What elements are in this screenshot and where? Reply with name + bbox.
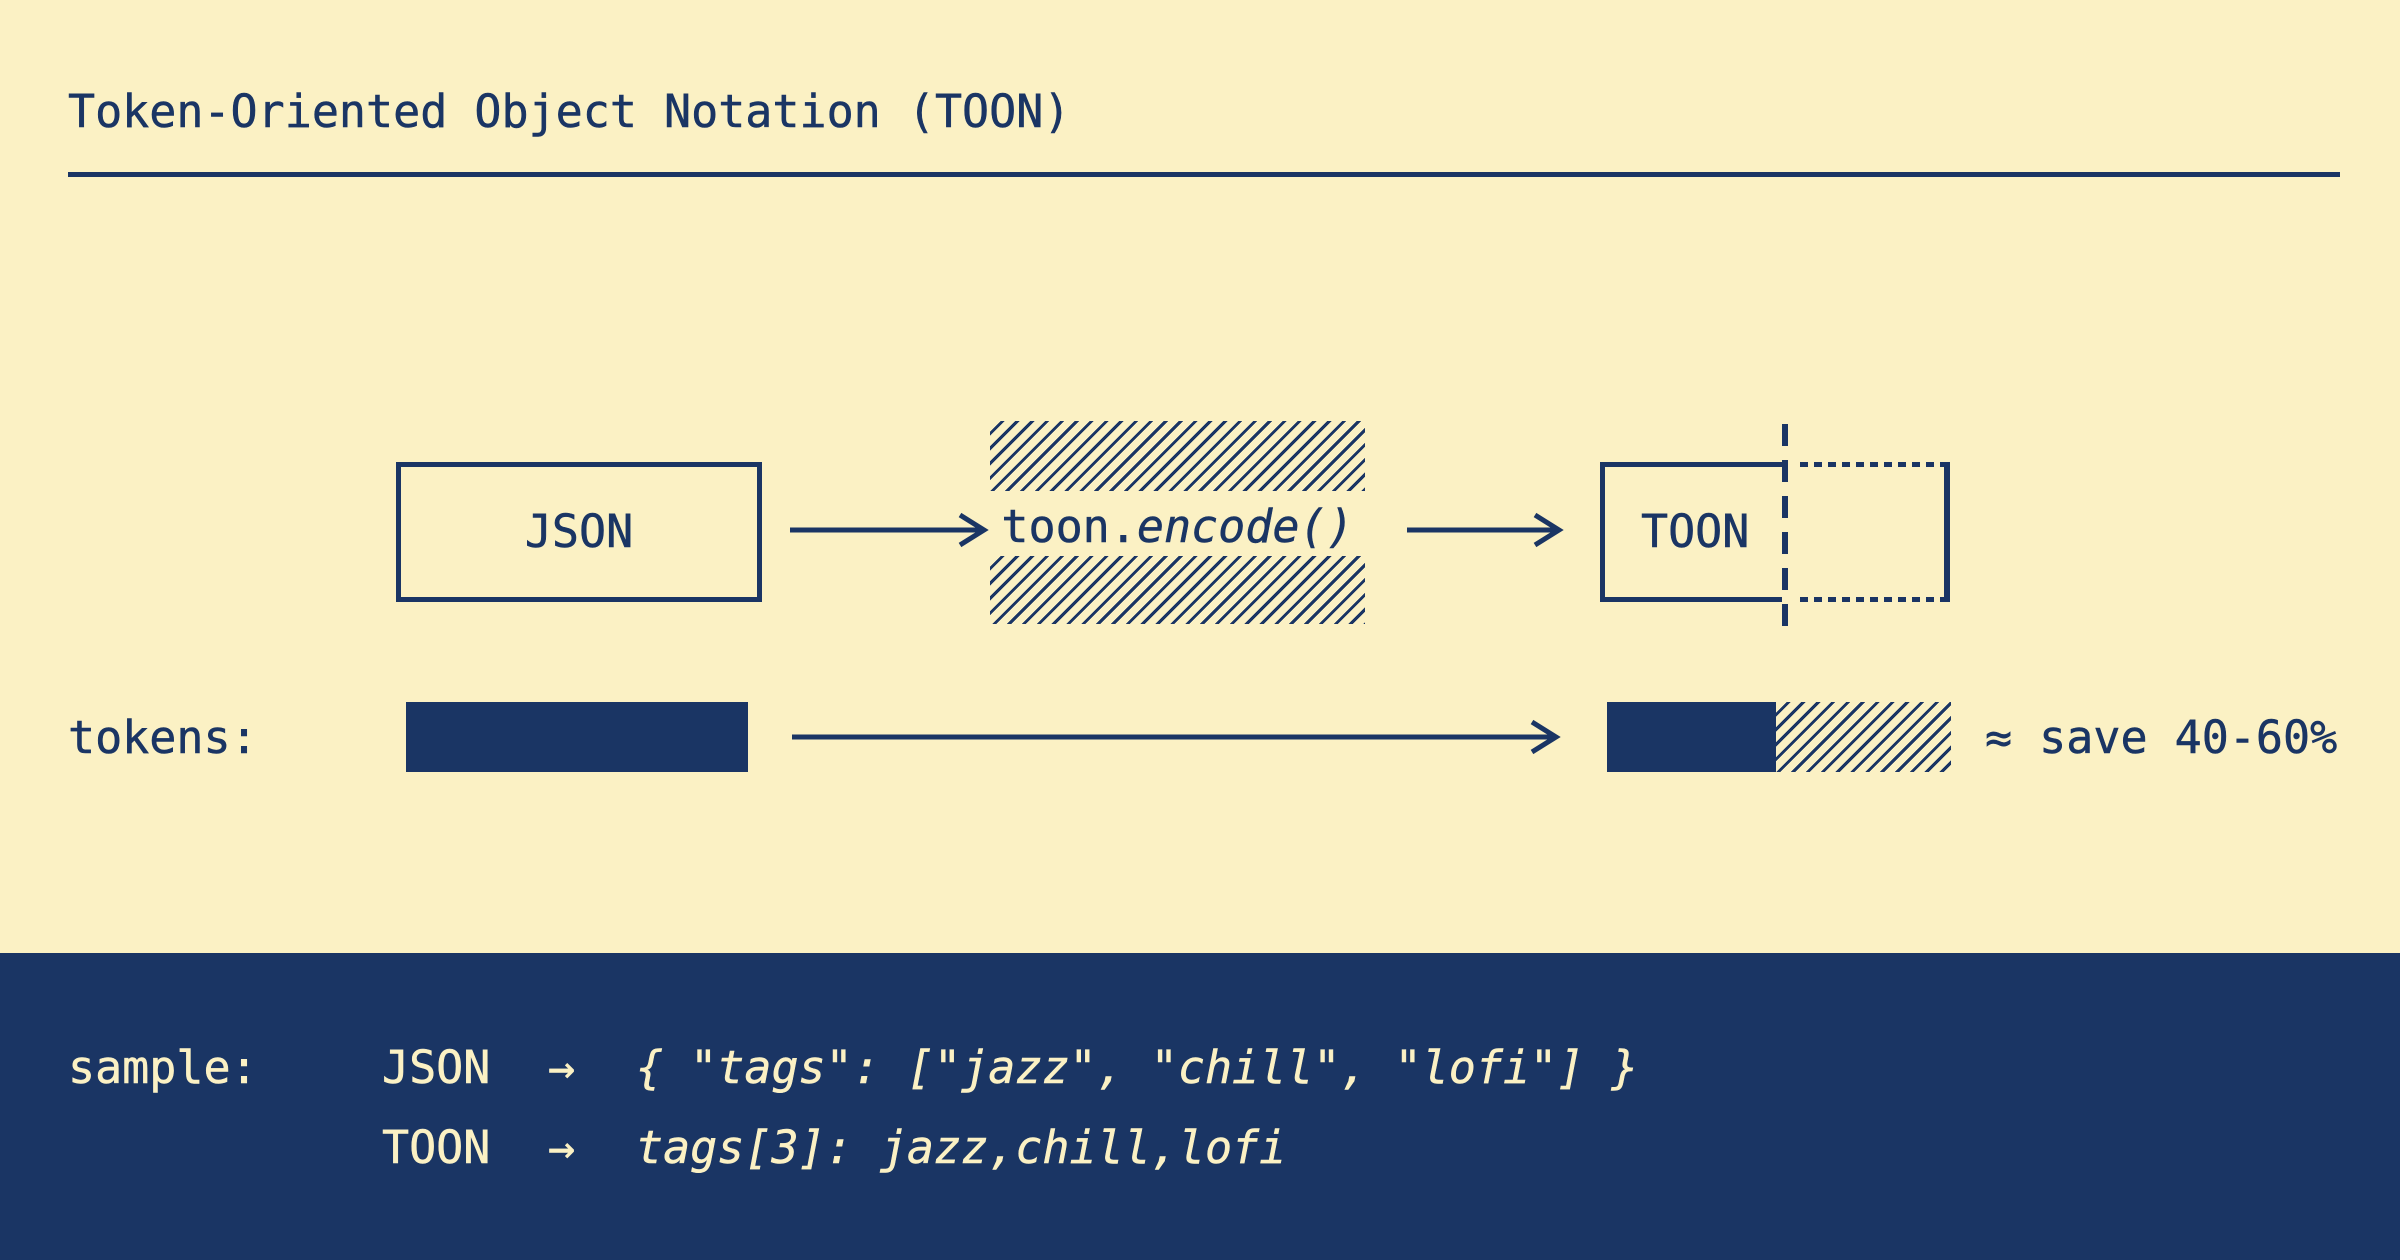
- json-token-bar: [406, 702, 748, 772]
- sample-panel: sample: JSON → { "tags": ["jazz", "chill…: [0, 953, 2400, 1260]
- toon-token-bar-solid: [1607, 702, 1776, 772]
- phantom-box-right-border: [1944, 462, 1950, 602]
- toon-box-label: TOON: [1641, 505, 1750, 559]
- toon-cut-dashed-line: [1782, 424, 1788, 634]
- page-title: Token-Oriented Object Notation (TOON): [68, 85, 1071, 139]
- phantom-box-top-border: [1800, 462, 1950, 467]
- encoder-hatch-top: [990, 421, 1365, 491]
- sample-code: tags[3]: jazz,chill,lofi: [636, 1121, 1287, 1175]
- sample-row: TOON → tags[3]: jazz,chill,lofi: [0, 1120, 2400, 1176]
- title-rule: [68, 172, 2340, 177]
- sample-row: JSON → { "tags": ["jazz", "chill", "lofi…: [0, 1040, 2400, 1096]
- toon-token-bar: [1607, 702, 1951, 772]
- sample-format: TOON: [382, 1121, 491, 1175]
- tokens-label: tokens:: [68, 711, 258, 765]
- encoder-name: toon.: [1001, 500, 1137, 554]
- right-arrow-icon: →: [548, 1121, 576, 1175]
- encoder-hatch-bottom: [990, 556, 1365, 624]
- flow-arrow-icon: [1407, 512, 1564, 548]
- json-box-label: JSON: [524, 505, 634, 559]
- sample-label: sample:: [68, 1041, 258, 1095]
- right-arrow-icon: →: [548, 1041, 576, 1095]
- savings-note: ≈ save 40-60%: [1985, 711, 2338, 765]
- encoder-method: encode(): [1136, 500, 1354, 554]
- json-box: JSON: [396, 462, 762, 602]
- tokens-arrow-icon: [792, 719, 1561, 755]
- toon-box: TOON: [1600, 462, 1782, 602]
- flow-arrow-icon: [790, 512, 989, 548]
- toon-token-bar-saved: [1775, 702, 1951, 772]
- phantom-box-bottom-border: [1800, 597, 1950, 602]
- encoder-label: toon.encode(): [990, 497, 1365, 557]
- sample-format: JSON: [382, 1041, 491, 1095]
- sample-code: { "tags": ["jazz", "chill", "lofi"] }: [636, 1041, 1639, 1095]
